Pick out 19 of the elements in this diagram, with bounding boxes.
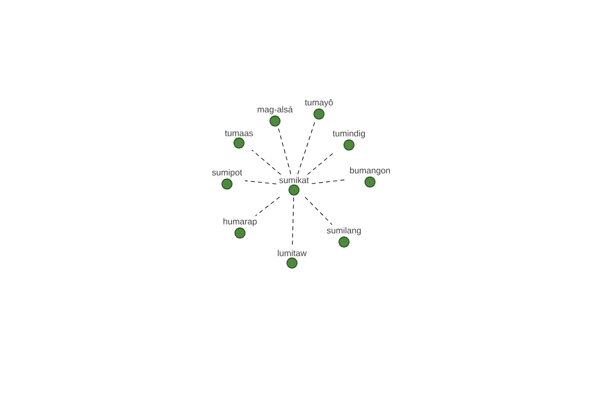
connector [255, 196, 280, 216]
connector [297, 121, 316, 174]
connector [311, 179, 348, 184]
connector [244, 180, 277, 184]
node-label: sumilang [326, 227, 361, 236]
node-label: mag-alsá [258, 106, 293, 114]
connector [307, 152, 335, 175]
node-label: tumayô [304, 99, 333, 108]
node-label: sumipot [212, 169, 242, 178]
connector [278, 128, 292, 174]
node-label: bumangon [350, 167, 390, 176]
node-label: lumitaw [278, 250, 307, 256]
node-label: tumaas [224, 130, 253, 136]
connector [304, 196, 332, 226]
connector [292, 197, 294, 248]
node-label: sumikat [279, 176, 309, 184]
node-label: humarap [224, 218, 257, 226]
node-label: tumindig [332, 130, 365, 138]
connector [252, 150, 282, 175]
